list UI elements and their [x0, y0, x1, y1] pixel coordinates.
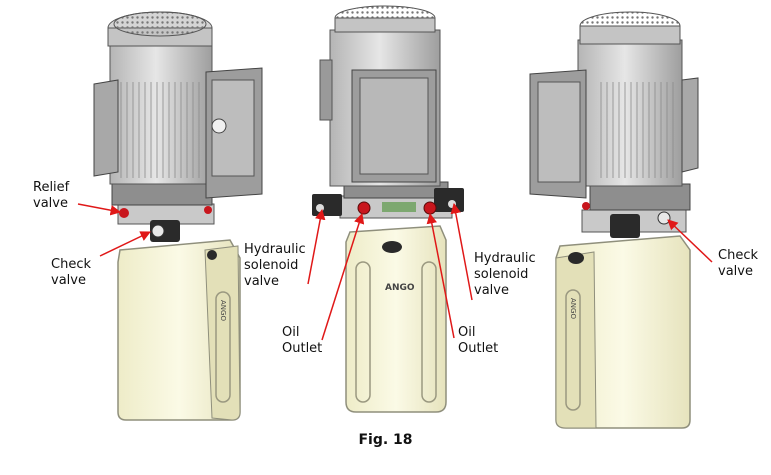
label-hydraulic-solenoid-valve-left: Hydraulic solenoid valve: [244, 242, 306, 290]
label-oil-outlet-left-line1: Oil: [282, 325, 300, 340]
label-oil-outlet-right-line2: Outlet: [458, 341, 499, 356]
label-hsv-right-line1: Hydraulic: [474, 251, 536, 266]
pump-unit-middle: ANGO: [312, 5, 464, 413]
label-hsv-right-line3: valve: [474, 283, 509, 298]
label-relief-valve-line1: Relief: [33, 180, 70, 195]
oil-tank-right: ANGO: [555, 235, 691, 429]
oil-tank-middle: ANGO: [345, 225, 447, 413]
check-valve-right-port: [657, 211, 671, 225]
arrow-oil-outlet-right: [426, 212, 455, 339]
label-hsv-left-line1: Hydraulic: [244, 242, 306, 257]
oil-outlet-port-left: [357, 201, 371, 215]
label-check-valve-right-line2: valve: [718, 264, 753, 279]
label-oil-outlet-right-line1: Oil: [458, 325, 476, 340]
arrow-check-valve-right: [667, 219, 713, 263]
label-check-valve-left-line2: valve: [51, 273, 86, 288]
label-relief-valve-line2: valve: [33, 196, 68, 211]
pump-unit-right: ANGO: [529, 11, 699, 429]
label-relief-valve: Relief valve: [33, 180, 69, 212]
arrow-hydraulic-solenoid-left: [307, 208, 326, 285]
label-hsv-right-line2: solenoid: [474, 267, 529, 282]
electric-motor-middle: [319, 5, 441, 187]
check-valve-right-body: [610, 214, 640, 238]
tank-brand-left: ANGO: [219, 300, 227, 321]
tank-brand-middle: ANGO: [385, 283, 415, 293]
oil-outlet-port-right: [423, 201, 437, 215]
label-hsv-left-line2: solenoid: [244, 258, 299, 273]
oil-tank-left: ANGO: [117, 239, 241, 421]
label-oil-outlet-left-line2: Outlet: [282, 341, 323, 356]
label-check-valve-left: Check valve: [51, 257, 91, 289]
pump-unit-left: ANGO: [93, 11, 263, 421]
label-oil-outlet-right: Oil Outlet: [458, 325, 498, 357]
arrow-check-valve-left: [99, 231, 151, 257]
label-check-valve-right: Check valve: [718, 248, 758, 280]
label-check-valve-left-line1: Check: [51, 257, 91, 272]
label-hsv-left-line3: valve: [244, 274, 279, 289]
electric-motor-left: [93, 11, 263, 199]
figure-caption: Fig. 18: [358, 432, 413, 448]
arrow-hydraulic-solenoid-right: [450, 202, 473, 301]
solenoid-valve-left: [312, 194, 342, 216]
motor-flange-left: [111, 182, 213, 206]
label-hydraulic-solenoid-valve-right: Hydraulic solenoid valve: [474, 251, 536, 299]
relief-valve-port: [119, 208, 129, 218]
callout-arrows: [77, 202, 713, 341]
arrow-oil-outlet-left: [321, 212, 365, 341]
arrow-relief-valve: [77, 203, 122, 216]
label-oil-outlet-left: Oil Outlet: [282, 325, 322, 357]
electric-motor-right: [529, 11, 699, 199]
label-check-valve-right-line1: Check: [718, 248, 758, 263]
tank-brand-right: ANGO: [569, 298, 577, 319]
solenoid-valve-right: [434, 188, 464, 212]
